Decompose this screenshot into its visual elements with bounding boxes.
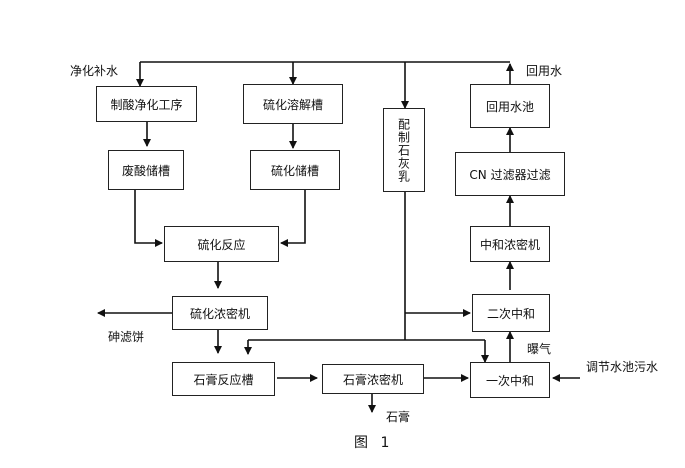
sulfide-storage-box: 硫化储槽 bbox=[250, 150, 340, 190]
lime-prep-box: 配制石灰乳 bbox=[383, 108, 425, 192]
acid-purify-box: 制酸净化工序 bbox=[96, 86, 197, 122]
primary-neutral-label: 一次中和 bbox=[485, 373, 534, 388]
gypsum-reaction-box: 石膏反应槽 bbox=[172, 362, 275, 396]
sulfide-reaction-label: 硫化反应 bbox=[197, 237, 246, 252]
cn-filter-box: CN 过滤器过滤 bbox=[455, 152, 565, 196]
gypsum-reaction-label: 石膏反应槽 bbox=[193, 372, 254, 387]
wastewater-in-label: 调节水池污水 bbox=[586, 360, 659, 374]
purified-water-label: 净化补水 bbox=[70, 64, 119, 78]
sulfide-dissolve-box: 硫化溶解槽 bbox=[243, 84, 343, 124]
secondary-neutral-label: 二次中和 bbox=[486, 306, 535, 321]
lime-prep-label: 配制石灰乳 bbox=[396, 117, 411, 183]
gypsum-thickener-label: 石膏浓密机 bbox=[342, 372, 403, 387]
reuse-water-label: 回用水 bbox=[526, 64, 563, 78]
cn-filter-label: CN 过滤器过滤 bbox=[469, 167, 551, 182]
neutral-thickener-box: 中和浓密机 bbox=[470, 226, 550, 262]
aeration-label: 曝气 bbox=[527, 342, 552, 356]
sulfide-reaction-box: 硫化反应 bbox=[164, 226, 279, 262]
primary-neutral-box: 一次中和 bbox=[470, 362, 550, 398]
sulfide-thickener-box: 硫化浓密机 bbox=[172, 296, 268, 330]
secondary-neutral-box: 二次中和 bbox=[472, 294, 550, 332]
sulfide-storage-label: 硫化储槽 bbox=[270, 163, 319, 178]
gypsum-thickener-box: 石膏浓密机 bbox=[322, 364, 424, 394]
neutral-thickener-label: 中和浓密机 bbox=[479, 237, 540, 252]
figure-caption: 图 1 bbox=[354, 435, 394, 451]
return-pool-box: 回用水池 bbox=[470, 84, 550, 128]
acid-purify-label: 制酸净化工序 bbox=[110, 97, 183, 112]
gypsum-output-label: 石膏 bbox=[386, 410, 411, 424]
sulfide-thickener-label: 硫化浓密机 bbox=[189, 306, 250, 321]
return-pool-label: 回用水池 bbox=[485, 99, 534, 114]
waste-acid-tank-label: 废酸储槽 bbox=[121, 163, 170, 178]
waste-acid-tank-box: 废酸储槽 bbox=[108, 150, 184, 190]
sulfide-dissolve-label: 硫化溶解槽 bbox=[262, 97, 323, 112]
arsenic-cake-label: 砷滤饼 bbox=[108, 330, 145, 344]
